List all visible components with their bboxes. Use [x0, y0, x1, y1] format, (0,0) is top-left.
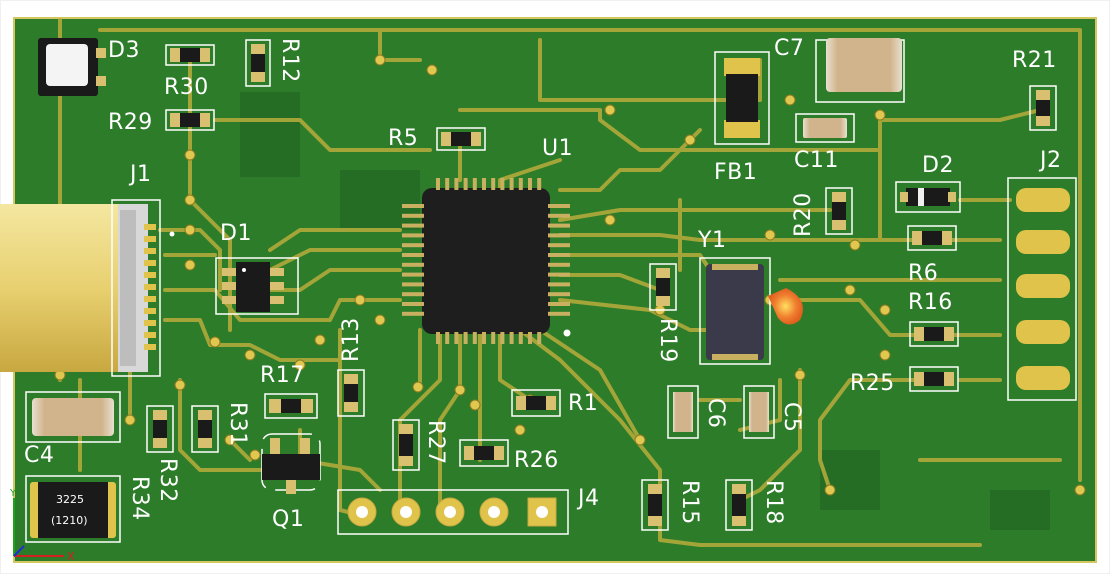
label-r32: R32 [155, 458, 180, 503]
fb1-ferrite [714, 51, 770, 145]
label-r15: R15 [677, 480, 702, 525]
label-r31: R31 [225, 402, 250, 447]
j4-connector [337, 489, 569, 535]
d3-sensor [38, 38, 106, 96]
axis-indicator [13, 498, 64, 557]
label-fb1: FB1 [714, 160, 758, 185]
axis-x-label: X [67, 550, 75, 563]
label-r29: R29 [108, 110, 153, 135]
label-r18: R18 [761, 480, 786, 525]
label-c4: C4 [24, 443, 55, 468]
label-r1: R1 [568, 391, 599, 416]
axis-y-label: Y [10, 488, 17, 499]
label-r16: R16 [908, 290, 953, 315]
c7-capacitor [815, 38, 905, 103]
label-u1: U1 [542, 136, 574, 161]
r34-marking-line2: (1210) [51, 514, 88, 527]
label-r30: R30 [164, 75, 209, 100]
u1-microcontroller [402, 178, 571, 344]
label-r34: R34 [127, 476, 152, 521]
label-q1: Q1 [272, 507, 305, 532]
resistors-vertical [146, 39, 1057, 531]
d1-tvs [215, 257, 299, 315]
label-j1: J1 [130, 162, 152, 187]
j2-connector [1007, 177, 1077, 401]
label-y1: Y1 [698, 228, 727, 253]
label-r5: R5 [388, 126, 419, 151]
q1-transistor [261, 433, 321, 494]
r34-resistor [25, 475, 121, 543]
label-r19: R19 [655, 318, 680, 363]
c5-capacitor [743, 385, 775, 439]
label-r25: R25 [850, 371, 895, 396]
j1-usb-c [0, 199, 175, 377]
label-r12: R12 [277, 38, 302, 83]
label-c6: C6 [703, 398, 728, 429]
label-r6: R6 [908, 261, 939, 286]
label-d1: D1 [220, 221, 252, 246]
label-d3: D3 [108, 38, 140, 63]
d2-diode [895, 181, 961, 213]
c4-capacitor [25, 391, 121, 443]
label-r20: R20 [791, 192, 816, 237]
label-c7: C7 [774, 36, 805, 61]
y1-crystal [699, 257, 803, 365]
r34-marking-line1: 3225 [56, 493, 84, 506]
label-c5: C5 [779, 402, 804, 433]
c6-capacitor [667, 385, 699, 439]
resistors-horizontal [165, 44, 959, 467]
label-r27: R27 [423, 420, 448, 465]
label-r13: R13 [339, 317, 364, 362]
label-d2: D2 [922, 153, 954, 178]
label-j2: J2 [1040, 148, 1062, 173]
label-r26: R26 [514, 448, 559, 473]
copper-traces [58, 18, 1082, 547]
label-c11: C11 [794, 148, 839, 173]
vias [54, 54, 1086, 506]
label-r17: R17 [260, 363, 305, 388]
label-j4: J4 [578, 486, 600, 511]
c11-capacitor [795, 113, 855, 143]
label-r21: R21 [1012, 48, 1057, 73]
